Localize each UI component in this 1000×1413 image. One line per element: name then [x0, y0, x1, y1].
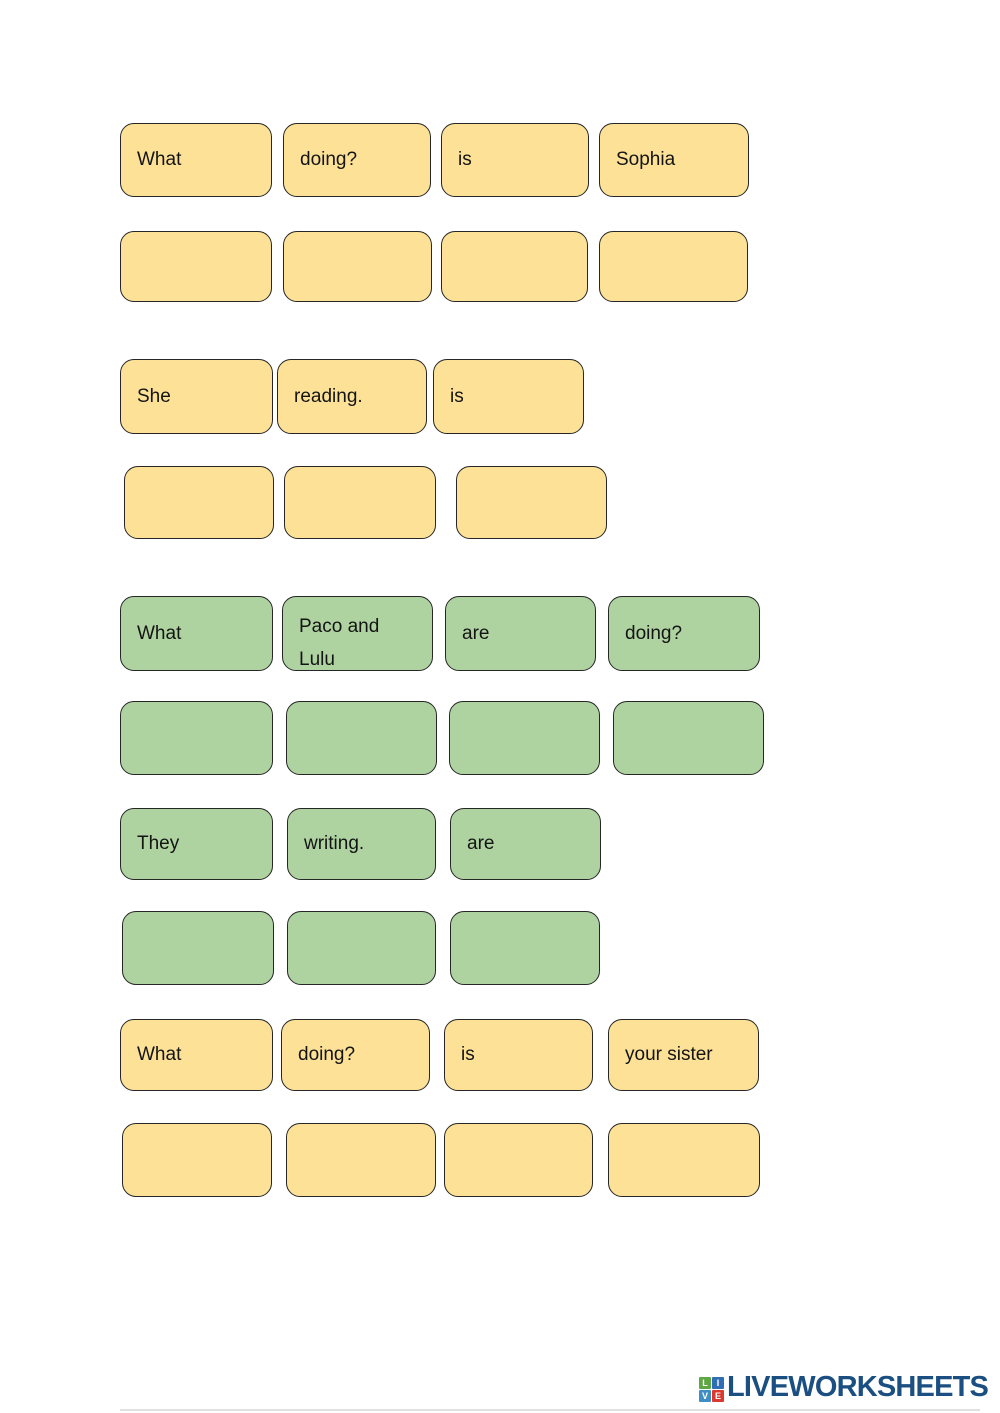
word-card[interactable]: She	[120, 359, 273, 434]
answer-slot[interactable]	[283, 231, 432, 302]
word-card[interactable]: What	[120, 1019, 273, 1091]
word-card[interactable]: Sophia	[599, 123, 749, 197]
word-card[interactable]: They	[120, 808, 273, 880]
word-card-label: writing.	[304, 833, 365, 854]
answer-slot[interactable]	[286, 701, 437, 775]
word-card[interactable]: doing?	[608, 596, 760, 671]
answer-slot[interactable]	[449, 701, 600, 775]
word-card-label: Paco and Lulu	[299, 616, 380, 670]
word-card-label: is	[450, 385, 464, 407]
logo-letter-v: V	[699, 1389, 711, 1402]
word-card[interactable]: are	[445, 596, 596, 671]
word-card[interactable]: your sister	[608, 1019, 759, 1091]
answer-slot[interactable]	[441, 231, 588, 302]
answer-slot[interactable]	[120, 701, 273, 775]
answer-slot[interactable]	[286, 1123, 436, 1197]
word-card-label: doing?	[300, 149, 358, 170]
answer-slot[interactable]	[450, 911, 600, 985]
logo-letter-i: I	[712, 1376, 724, 1389]
word-card-label: What	[137, 622, 182, 644]
answer-slot[interactable]	[120, 231, 272, 302]
page-edge-line	[120, 1409, 980, 1411]
word-card-label: reading.	[294, 385, 363, 407]
word-card[interactable]: doing?	[283, 123, 431, 197]
answer-slot[interactable]	[287, 911, 436, 985]
answer-slot[interactable]	[456, 466, 607, 539]
word-card-label: They	[137, 833, 180, 854]
word-card-label: What	[137, 149, 182, 170]
answer-slot[interactable]	[444, 1123, 593, 1197]
word-card[interactable]: writing.	[287, 808, 436, 880]
answer-slot[interactable]	[122, 1123, 272, 1197]
answer-slot[interactable]	[613, 701, 764, 775]
word-card[interactable]: What	[120, 123, 272, 197]
answer-slot[interactable]	[599, 231, 748, 302]
logo-letter-e: E	[712, 1389, 724, 1402]
word-card[interactable]: Paco and Lulu	[282, 596, 433, 671]
liveworksheets-footer: L I V E LIVEWORKSHEETS	[699, 1371, 989, 1403]
word-card-label: Sophia	[616, 149, 676, 170]
word-card[interactable]: doing?	[281, 1019, 430, 1091]
word-card-label: are	[467, 833, 495, 854]
word-card-label: is	[461, 1044, 475, 1065]
word-card[interactable]: reading.	[277, 359, 427, 434]
word-card-label: is	[458, 149, 472, 170]
word-card[interactable]: are	[450, 808, 601, 880]
answer-slot[interactable]	[122, 911, 274, 985]
liveworksheets-logo-icon: L I V E	[699, 1376, 724, 1402]
answer-slot[interactable]	[608, 1123, 760, 1197]
word-card[interactable]: is	[433, 359, 584, 434]
brand-wordmark: LIVEWORKSHEETS	[727, 1371, 989, 1403]
word-card-label: your sister	[625, 1044, 713, 1065]
word-card-label: She	[137, 385, 171, 407]
word-card[interactable]: is	[444, 1019, 593, 1091]
word-card-label: doing?	[625, 622, 683, 644]
answer-slot[interactable]	[284, 466, 436, 539]
logo-letter-l: L	[699, 1376, 711, 1389]
word-card-label: doing?	[298, 1044, 356, 1065]
word-card[interactable]: What	[120, 596, 273, 671]
answer-slot[interactable]	[124, 466, 274, 539]
word-card[interactable]: is	[441, 123, 589, 197]
word-card-label: are	[462, 622, 490, 644]
word-card-label: What	[137, 1044, 182, 1065]
